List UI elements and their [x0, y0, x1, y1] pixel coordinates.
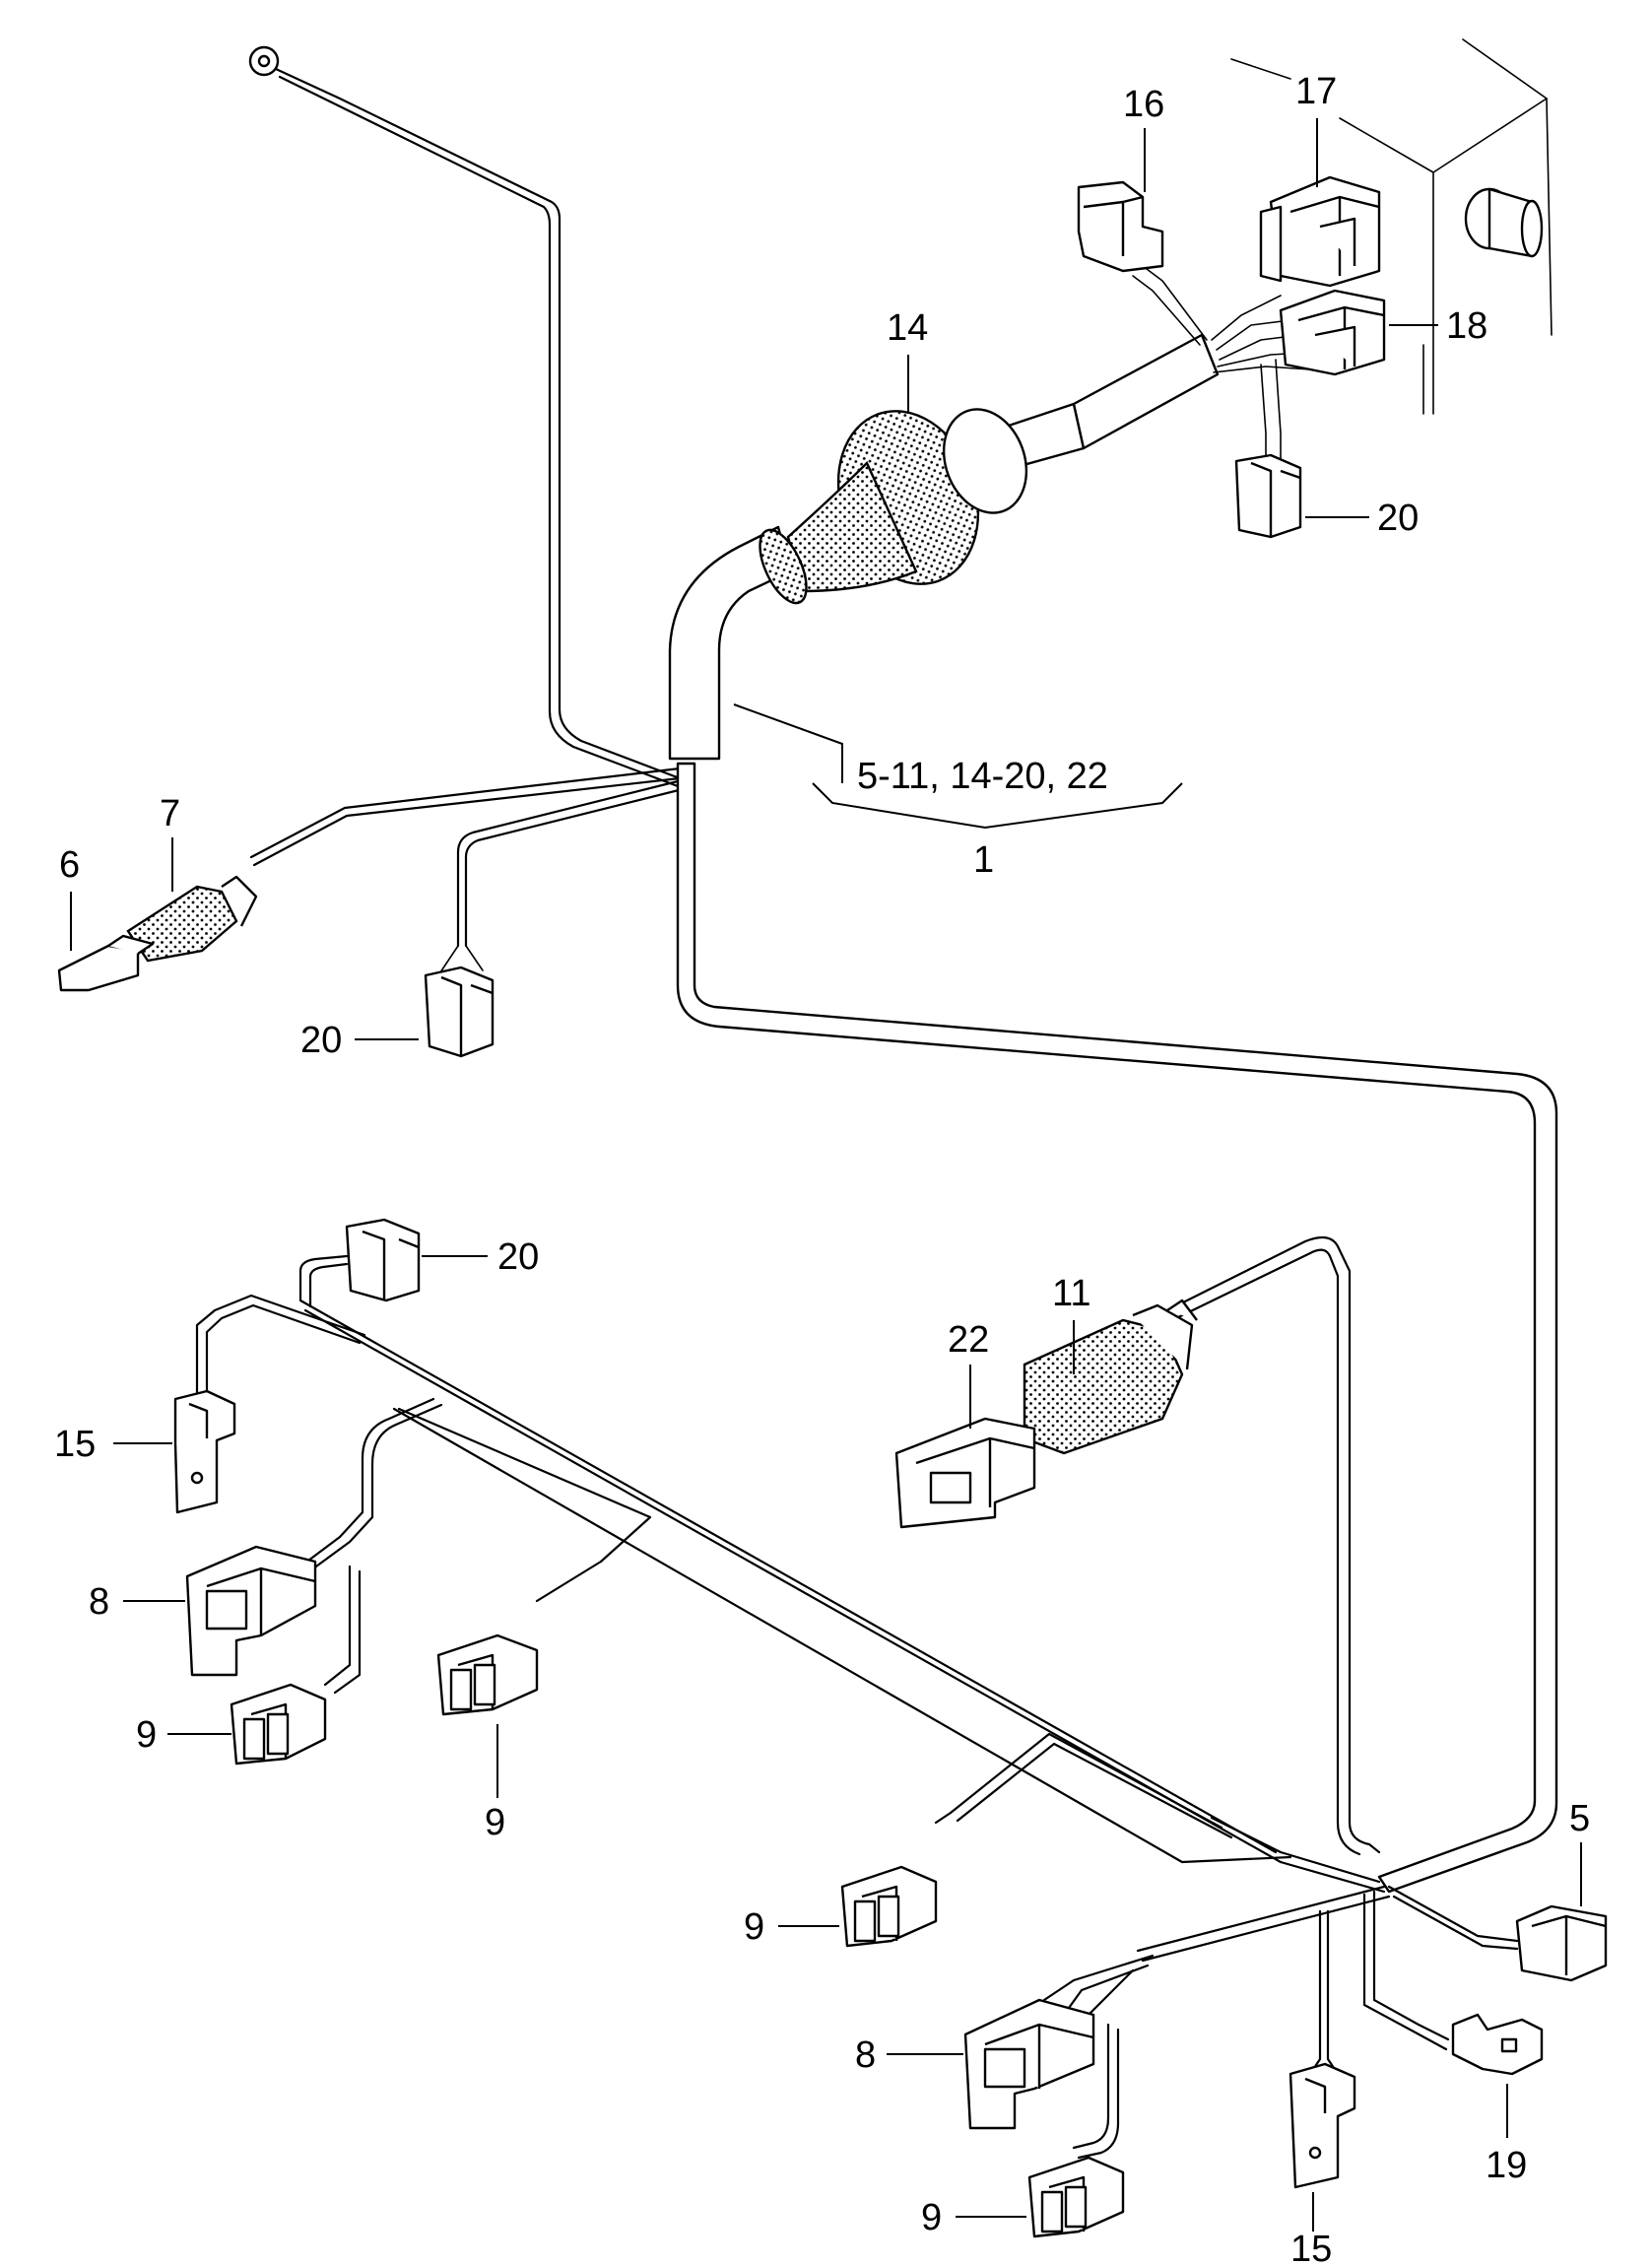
callout-20-mid: 20 [300, 1020, 342, 1061]
callout-7: 7 [160, 793, 180, 834]
branch-to-connector-5 [1387, 1885, 1519, 1951]
callout-19: 19 [1486, 2145, 1527, 2186]
long-trunk-wire [676, 762, 1558, 1894]
callout-20-lower: 20 [497, 1236, 539, 1278]
grommet-plug [1464, 187, 1544, 258]
callout-labels: 16 17 18 14 20 7 6 20 20 11 22 15 8 9 9 … [54, 71, 1590, 2266]
grommet-14 [759, 408, 1028, 605]
connector-7 [126, 875, 258, 963]
main-harness-tube [668, 333, 1220, 761]
connector-17 [1259, 175, 1381, 288]
callout-17: 17 [1295, 71, 1337, 112]
branch-to-connector-19 [1362, 1890, 1450, 2051]
connector-9-bottom-mid [840, 1865, 938, 1948]
callout-16: 16 [1123, 84, 1164, 125]
branch-to-connector-15-right [1308, 1909, 1340, 2076]
callout-14: 14 [887, 307, 928, 349]
mounting-box-outline [1230, 38, 1553, 415]
connector-11 [1023, 1299, 1198, 1455]
connector-8-left [185, 1545, 317, 1677]
callout-9-left-a: 9 [136, 1714, 157, 1756]
connector-16 [1077, 180, 1164, 273]
callout-8-bottom: 8 [855, 2034, 876, 2076]
connector-15-left [173, 1389, 236, 1514]
connector-9-left-a [230, 1683, 327, 1766]
connector-20-top [1234, 453, 1302, 539]
callout-6: 6 [59, 844, 80, 886]
diagonal-harness [298, 1299, 1391, 1963]
callout-18: 18 [1446, 305, 1487, 347]
connector-18 [1279, 289, 1386, 376]
callout-22: 22 [948, 1319, 989, 1361]
callout-15-right: 15 [1290, 2229, 1332, 2266]
connector-19 [1451, 2013, 1544, 2076]
connector-20-mid [424, 966, 495, 1058]
group-parent-label: 1 [973, 839, 994, 881]
branch-to-connector-9-bottom-mid [934, 1732, 1233, 1839]
branch-to-connector-15-left [195, 1294, 366, 1401]
connector-5 [1515, 1904, 1608, 1982]
callout-11: 11 [1052, 1273, 1090, 1314]
connector-22 [894, 1417, 1036, 1529]
top-right-branch-wires [1132, 265, 1311, 464]
ground-wire-ring-terminal [248, 45, 682, 788]
connector-15-right [1289, 2062, 1356, 2189]
connector-9-bottom [1027, 2156, 1125, 2238]
callout-20-top: 20 [1377, 498, 1419, 539]
branch-to-connector-11 [1165, 1235, 1381, 1856]
connector-6 [57, 934, 155, 992]
branch-to-connector-20-lower [298, 1254, 349, 1308]
group-range-label: 5-11, 14-20, 22 [857, 756, 1108, 797]
callout-9-left-b: 9 [485, 1802, 505, 1843]
callout-8-left: 8 [89, 1581, 109, 1623]
left-branch-wires [249, 766, 696, 976]
connector-9-left-b [436, 1633, 539, 1716]
leader-lines [70, 118, 1582, 2232]
callout-9-bottom-mid: 9 [744, 1906, 764, 1948]
callout-9-bottom: 9 [921, 2197, 942, 2238]
connector-8-bottom [963, 1998, 1095, 2130]
callout-15-left: 15 [54, 1424, 96, 1465]
callout-5: 5 [1569, 1798, 1590, 1839]
branch-to-connector-8-left [298, 1397, 652, 1695]
connector-20-lower [345, 1218, 421, 1302]
